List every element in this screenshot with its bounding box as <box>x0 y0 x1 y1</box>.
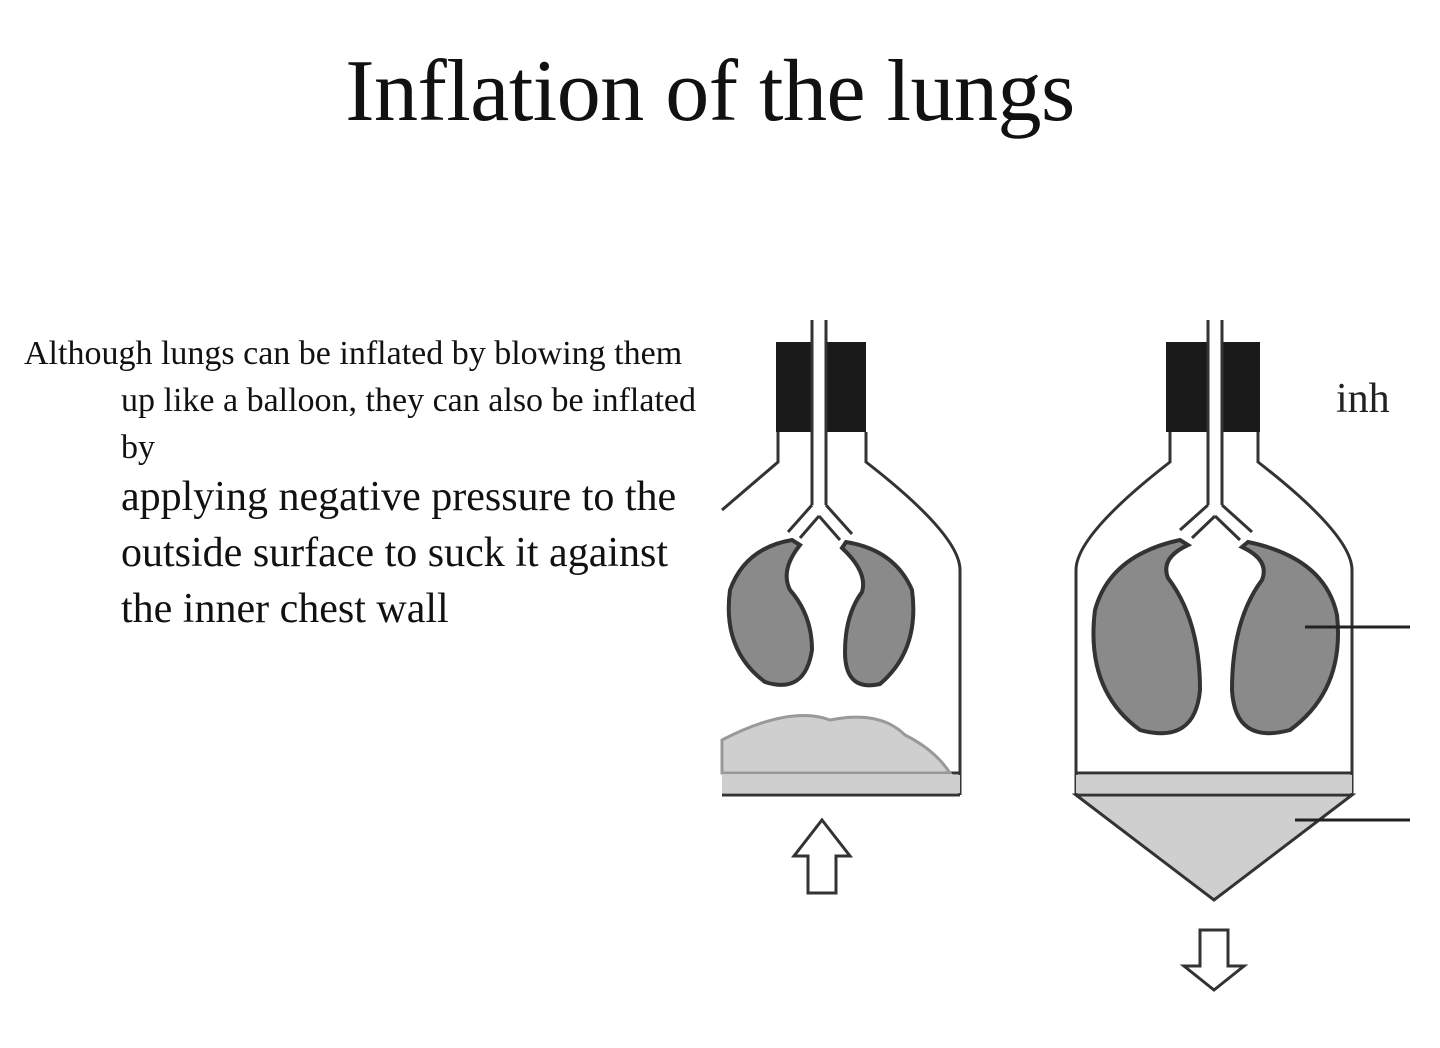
slide-title: Inflation of the lungs <box>345 43 1075 140</box>
right-jar-outline <box>1074 432 1354 795</box>
right-stopper-right <box>1222 342 1260 432</box>
left-diaphragm-band <box>722 775 960 793</box>
body-text: Although lungs can be inflated by blowin… <box>24 330 704 637</box>
right-lung-left-large <box>1091 537 1203 736</box>
left-diaphragm-raised <box>720 714 953 775</box>
left-up-arrow-icon <box>790 817 854 895</box>
emphasis-text: applying negative pressure to the outsid… <box>121 474 677 632</box>
intro-text: Although lungs can be inflated by blowin… <box>24 335 696 466</box>
inhale-label-partial: inh <box>1336 376 1390 422</box>
left-stopper-left <box>776 342 812 432</box>
right-stopper-left <box>1166 342 1208 432</box>
right-diaphragm-band <box>1076 775 1352 793</box>
left-stopper-right <box>826 342 866 432</box>
left-trachea <box>786 320 854 541</box>
right-lung-right-large <box>1229 539 1340 736</box>
right-down-arrow-icon <box>1179 928 1249 992</box>
left-lung-right-small <box>839 539 916 688</box>
right-trachea <box>1179 320 1254 542</box>
right-diaphragm-pulled <box>1071 793 1357 902</box>
left-lung-left-small <box>726 537 815 687</box>
left-jar-outline <box>721 432 962 795</box>
